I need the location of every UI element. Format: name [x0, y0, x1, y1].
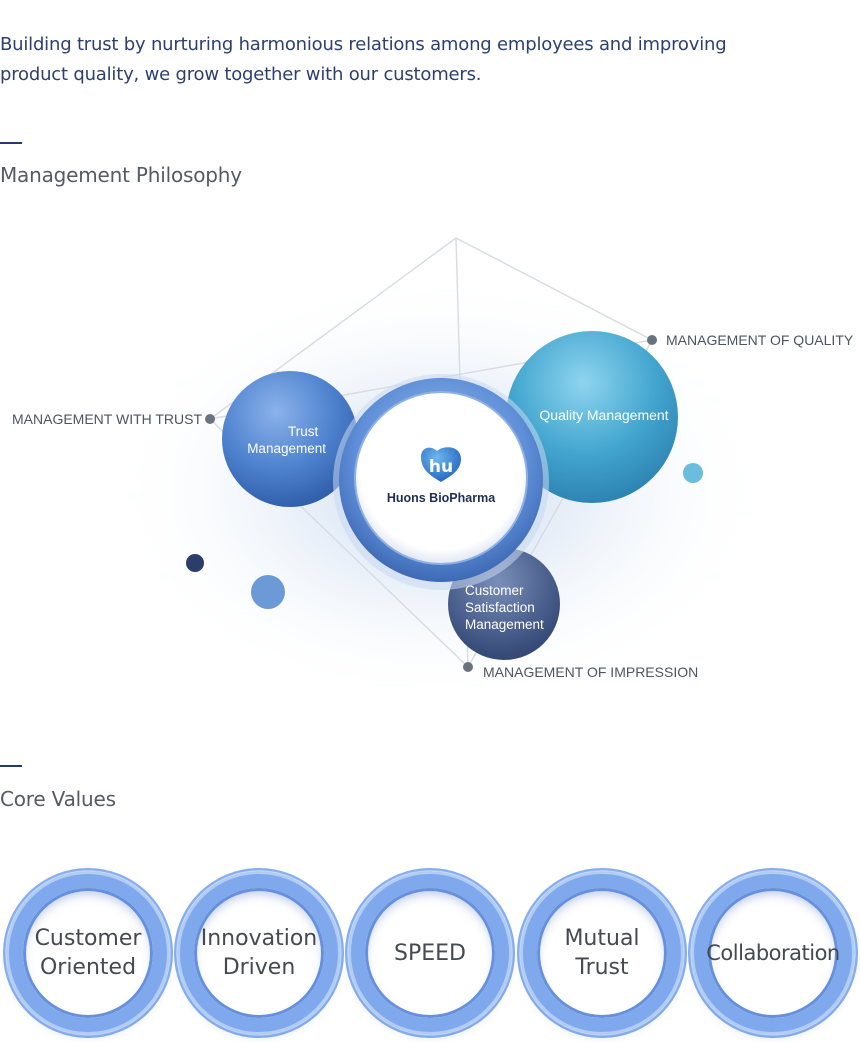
section-title-core-values: Core Values — [0, 787, 116, 811]
callout-impression: MANAGEMENT OF IMPRESSION — [483, 664, 698, 680]
customer-bubble-line-1: Customer — [465, 583, 524, 598]
section-rule-core-values — [0, 765, 22, 767]
huons-logo-icon: hu — [421, 447, 461, 482]
core-value-collaboration: Collaboration — [688, 868, 858, 1038]
core-value-customer-oriented: Customer Oriented — [3, 868, 173, 1038]
philosophy-diagram-svg: Trust Management Quality Management Cust… — [12, 237, 854, 705]
core-value-label: SPEED — [394, 940, 466, 966]
logo-glyph: hu — [429, 457, 453, 477]
trust-bubble — [222, 371, 358, 507]
core-values-row: Customer Oriented Innovation Driven SPEE… — [0, 868, 860, 1040]
decor-dot-blue — [251, 575, 285, 609]
core-value-label: Collaboration — [706, 940, 840, 965]
customer-bubble-line-2: Satisfaction — [465, 600, 535, 615]
core-value-mutual-trust: Mutual Trust — [517, 868, 687, 1038]
trust-bubble-label: Trust Management — [247, 424, 326, 456]
section-rule-philosophy — [0, 142, 22, 144]
callout-marker-trust — [205, 414, 215, 424]
philosophy-diagram: Trust Management Quality Management Cust… — [0, 215, 860, 735]
decor-dot-navy — [186, 554, 204, 572]
core-value-label: Mutual Trust — [564, 926, 640, 980]
quality-bubble — [506, 331, 678, 503]
decor-dot-teal — [683, 463, 703, 483]
intro-text: Building trust by nurturing harmonious r… — [0, 30, 800, 90]
customer-bubble-line-3: Management — [465, 617, 544, 632]
callout-quality: MANAGEMENT OF QUALITY — [666, 332, 854, 348]
callout-marker-quality — [647, 335, 657, 345]
intro-line-1: Building trust by nurturing harmonious r… — [0, 34, 727, 55]
trust-bubble-line-2: Management — [247, 441, 326, 456]
center-brand-name: Huons BioPharma — [387, 491, 496, 505]
callout-trust: MANAGEMENT WITH TRUST — [12, 411, 202, 427]
core-value-label: Innovation Driven — [200, 926, 318, 980]
intro-line-2: product quality, we grow together with o… — [0, 64, 482, 85]
quality-bubble-label: Quality Management — [539, 407, 668, 423]
trust-bubble-line-1: Trust — [288, 424, 318, 439]
section-title-philosophy: Management Philosophy — [0, 163, 242, 187]
customer-bubble-label: Customer Satisfaction Management — [465, 583, 544, 632]
core-value-innovation-driven: Innovation Driven — [174, 868, 344, 1038]
core-value-label: Customer Oriented — [34, 926, 142, 980]
core-value-speed: SPEED — [345, 868, 515, 1038]
callout-marker-impression — [463, 662, 473, 672]
